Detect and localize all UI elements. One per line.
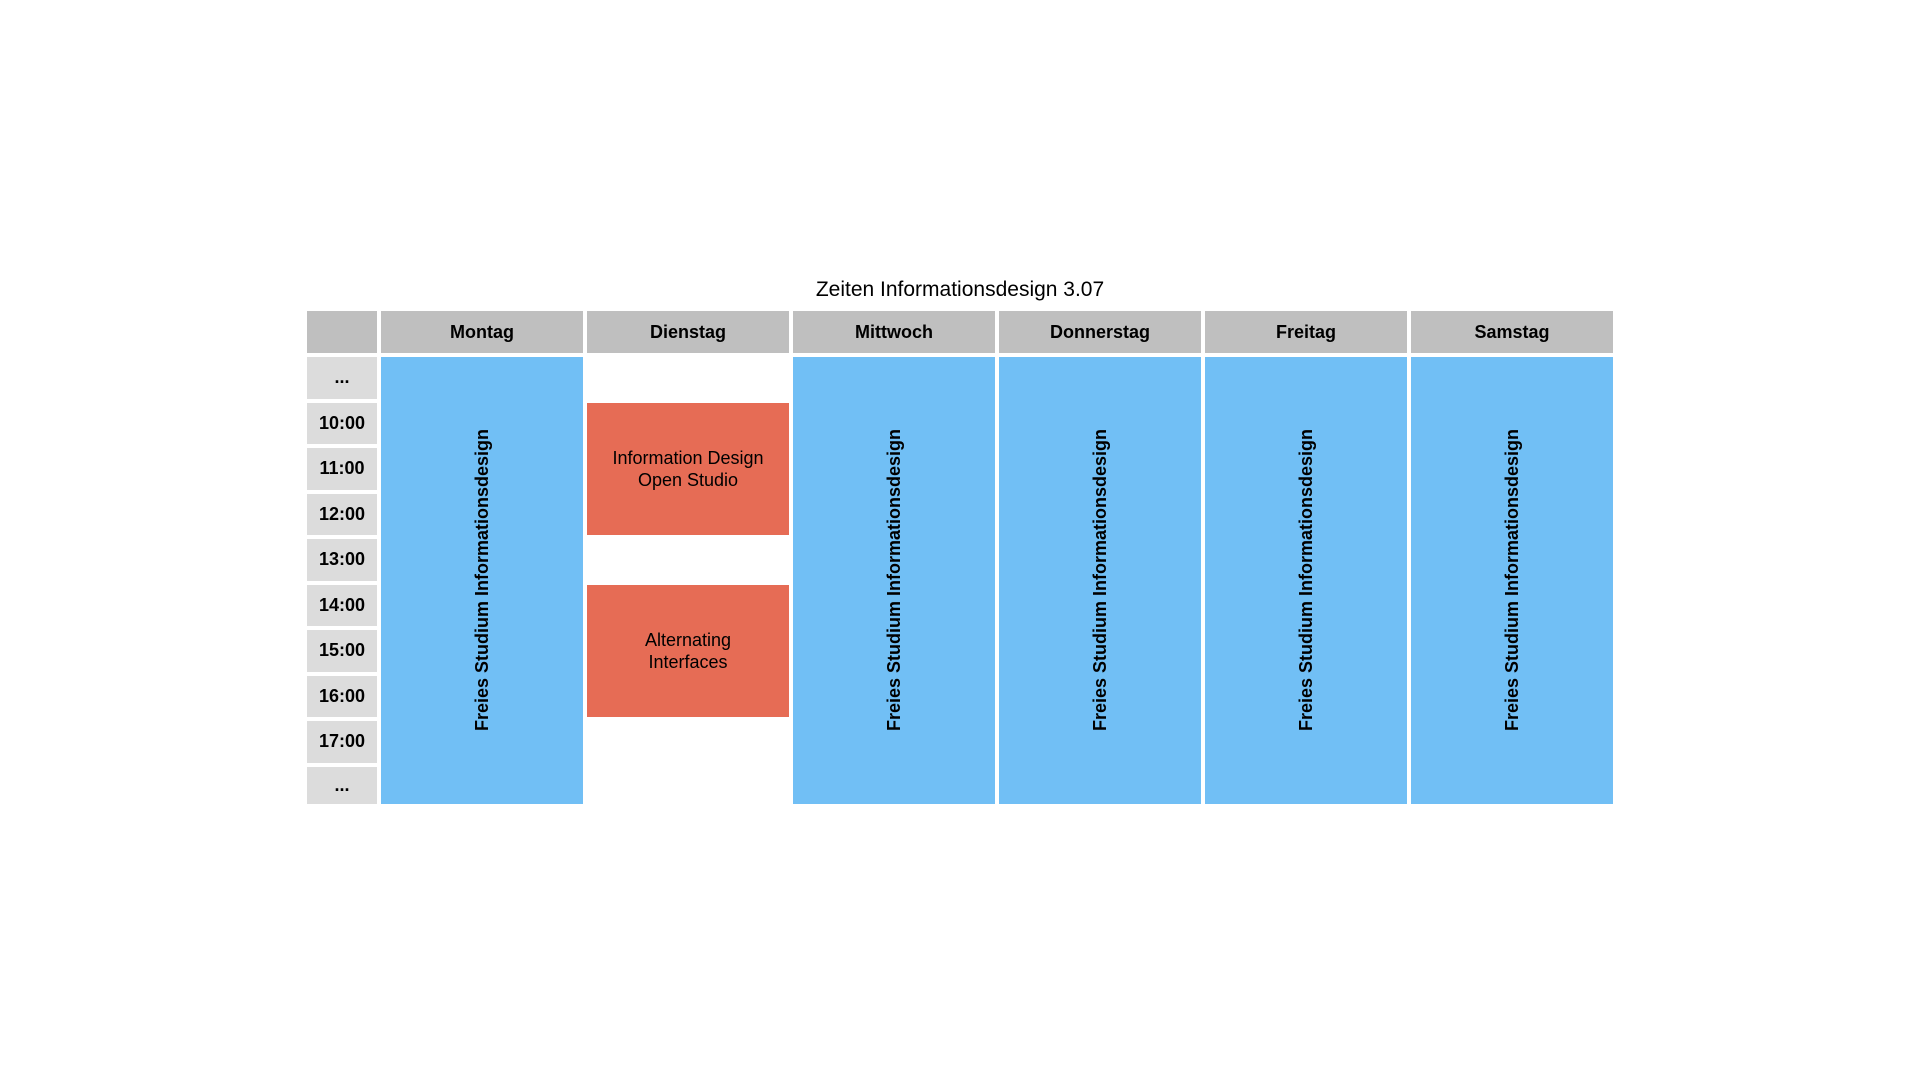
day-header-mittwoch: Mittwoch [793,311,995,353]
free-study-label: Freies Studium Informationsdesign [883,429,904,732]
time-label-1700: 17:00 [307,721,377,763]
free-study-block-freitag: Freies Studium Informationsdesign [1205,357,1407,804]
free-study-label: Freies Studium Informationsdesign [1089,429,1110,732]
event-information-design-open-studio: Information Design Open Studio [587,402,789,535]
event-alternating-interfaces: Alternating Interfaces [587,584,789,717]
free-study-block-montag: Freies Studium Informationsdesign [381,357,583,804]
day-header-dienstag: Dienstag [587,311,789,353]
free-study-label: Freies Studium Informationsdesign [1501,429,1522,732]
day-header-donnerstag: Donnerstag [999,311,1201,353]
time-label-1000: 10:00 [307,402,377,444]
corner-cell [307,311,377,353]
free-study-block-donnerstag: Freies Studium Informationsdesign [999,357,1201,804]
time-label-1600: 16:00 [307,675,377,717]
day-header-montag: Montag [381,311,583,353]
event-label: Alternating Interfaces [644,629,732,672]
schedule-content: Zeiten Informationsdesign 3.07 Montag Di… [0,279,1920,804]
time-label-1500: 15:00 [307,630,377,672]
free-study-label: Freies Studium Informationsdesign [1295,429,1316,732]
day-header-freitag: Freitag [1205,311,1407,353]
page-title: Zeiten Informationsdesign 3.07 [815,278,1105,301]
free-study-block-mittwoch: Freies Studium Informationsdesign [793,357,995,804]
time-label-1300: 13:00 [307,539,377,581]
time-label-dots-bottom: ... [307,766,377,804]
free-study-label: Freies Studium Informationsdesign [471,429,492,732]
day-header-samstag: Samstag [1411,311,1613,353]
event-label: Information Design Open Studio [612,447,764,490]
time-label-1200: 12:00 [307,493,377,535]
time-label-1400: 14:00 [307,584,377,626]
time-label-dots-top: ... [307,357,377,399]
schedule-table: Montag Dienstag Mittwoch Donnerstag Frei… [307,311,1613,804]
free-study-block-samstag: Freies Studium Informationsdesign [1411,357,1613,804]
time-label-1100: 11:00 [307,448,377,490]
